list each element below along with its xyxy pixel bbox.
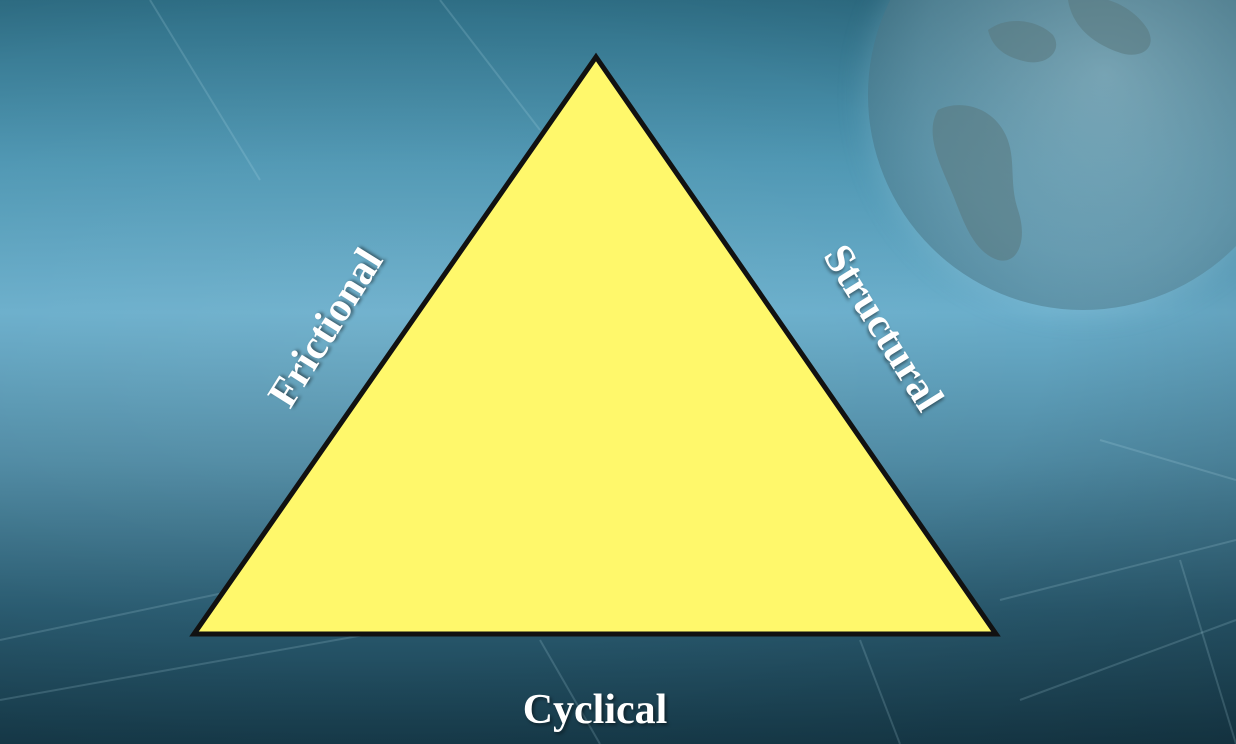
- globe-image: [868, 0, 1236, 310]
- globe-continents: [932, 0, 1151, 261]
- triangle-shape: [189, 52, 1001, 637]
- label-cyclical: Cyclical: [522, 687, 668, 733]
